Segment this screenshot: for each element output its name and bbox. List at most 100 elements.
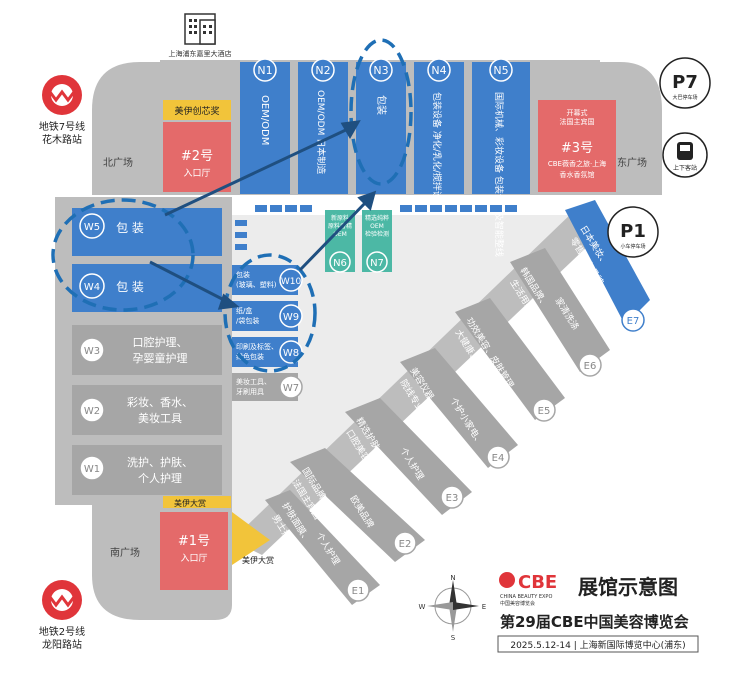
hall-w4-text: 包 装 [116,280,144,294]
hall-w5-id: W5 [84,222,100,233]
hall-e3-id: E3 [446,493,459,504]
metro-bottom-station: 龙阳路站 [42,638,82,651]
north-hall-labels: OEM/ODM OEM/ODM 日本制造 包装 包装设备 净化/乳化/搅拌设备 … [259,90,505,257]
entrance-2-num: #2号 [181,149,213,164]
hall-e7[interactable] [565,200,650,325]
north-halls [240,62,530,194]
entrance-1[interactable] [160,512,228,590]
hotel-icon [184,13,216,45]
hall-w7-id: W7 [283,383,299,394]
entrance-2[interactable] [163,122,231,192]
hall-n6-id: N6 [333,258,347,269]
hall-n4[interactable] [414,62,464,194]
award-box-2 [163,496,231,508]
metro-bottom-icon [42,580,82,620]
north-plaza: 北广场 [103,156,133,169]
compass-e: E [482,603,486,611]
hall-w8-id: W8 [283,348,299,359]
hall-w3-line2: 孕婴童护理 [133,351,188,365]
hall-e4[interactable] [400,348,518,468]
hall-e6[interactable] [510,248,610,372]
entrance-3-num: #3号 [561,141,593,156]
parking-p7-code: P7 [672,72,698,93]
entrance-1-label: 入口厅 [180,553,207,564]
hall-w10-id: W10 [281,277,302,287]
parking-p1 [607,206,659,258]
hall-e2-id: E2 [399,539,412,550]
east-plaza: 东广场 [617,156,647,169]
hall-w9-line2: /袋包装 [236,316,259,325]
hall-n2[interactable] [298,62,348,194]
hall-n4-label: 包装设备 净化/乳化/搅拌设备 [431,92,443,209]
hall-w2-id: W2 [84,406,100,417]
bus-stop-label: 上下客站 [673,164,697,172]
compass-n: N [450,574,455,582]
hall-e2[interactable] [290,448,425,562]
map-footer: 2025.5.12-14 | 上海新国际博览中心(浦东) [510,639,685,651]
hall-e1[interactable] [265,490,380,605]
parking-p1-code: P1 [620,221,646,242]
hall-e5-id: E5 [538,406,551,417]
metro-bottom-line: 地铁2号线 [39,625,85,638]
hall-w3-line1: 口腔护理、 [133,335,188,349]
hall-w8-line2: 绿色包装 [236,352,264,361]
museum-line4: 香水香氛馆 [560,170,595,179]
hall-n5-label: 国际机械、彩妆设备 包装设备及智能整线 [493,92,505,257]
hall-n3-id: N3 [373,64,388,77]
hall-n6-line2: 原料香精 [328,222,352,230]
award-box [163,100,231,120]
center-labels: 新原料 原料香精 OEM 精选纯粹 OEM 检验检测 [328,214,389,238]
hall-n5[interactable] [472,62,530,194]
hall-n2-id: N2 [315,64,330,77]
hall-n3[interactable] [356,62,406,194]
hall-w8-line1: 印刷及标签、 [236,342,278,351]
inner-west-badges: W10 W9 W8 W7 [279,268,303,399]
hall-w9-line1: 纸/盒 [236,306,252,315]
hall-w1-line2: 个人护理 [138,471,182,485]
hall-w7-line2: 牙刷用具 [236,388,264,396]
hall-e5[interactable] [455,298,565,420]
hall-n4-id: N4 [431,64,446,77]
compass-icon [427,580,479,632]
hall-w7-line1: 美妆工具、 [236,377,271,386]
footer-box [497,635,699,653]
hall-n3-label: 包装 [375,95,388,115]
entrance-3[interactable] [538,100,616,192]
hall-e4-id: E4 [492,453,505,464]
entrance-2-label: 入口厅 [183,168,210,179]
map-title: 展馆示意图 [578,575,678,599]
hall-w4-id: W4 [84,282,100,293]
cbe-logo [499,572,515,588]
east-badges: E7 E6 E5 E4 E3 E2 E1 [346,308,645,602]
booth-markers [235,205,517,250]
hall-w10-line2: (玻璃、塑料) [236,280,277,289]
north-hall-badges: N1 N2 N3 N4 N5 [253,58,513,82]
center-badges: N6 N7 [329,251,388,273]
inner-west-labels: 包装 (玻璃、塑料) 纸/盒 /袋包装 印刷及标签、 绿色包装 美妆工具、 牙刷… [236,270,278,396]
hall-w10-line1: 包装 [236,270,250,279]
hall-n1[interactable] [240,62,290,194]
hall-w2-line2: 美妆工具 [138,412,182,425]
parking-p7 [659,57,711,109]
metro-top-station: 花木路站 [42,133,82,146]
hall-w1-id: W1 [84,464,100,475]
map-subtitle: 第29届CBE中国美容博览会 [500,613,689,631]
hall-n2-label: OEM/ODM 日本制造 [315,90,327,174]
west-badges: W5 W4 W3 W2 W1 包 装 包 装 口腔护理、 孕婴童护理 彩妆、香水… [79,213,193,485]
hall-w1-line1: 洗护、护肤、 [127,455,193,469]
museum-line2: 法国主宾国 [560,117,595,126]
hall-e1-id: E1 [352,586,365,597]
route-arrows [149,120,377,310]
hall-n7-id: N7 [370,258,384,269]
compass-s: S [451,634,456,642]
parking-p1-label: 小车停车场 [620,243,645,250]
compass-w: W [419,603,426,611]
highlight-ovals [51,38,413,373]
metro-top-icon [42,75,82,115]
hall-e6-id: E6 [584,361,597,372]
hall-e3[interactable] [345,398,472,515]
hall-n7-line2: OEM [370,223,384,230]
brand-sub2: 中国美容博览会 [500,600,535,607]
hall-w9-id: W9 [283,312,299,323]
